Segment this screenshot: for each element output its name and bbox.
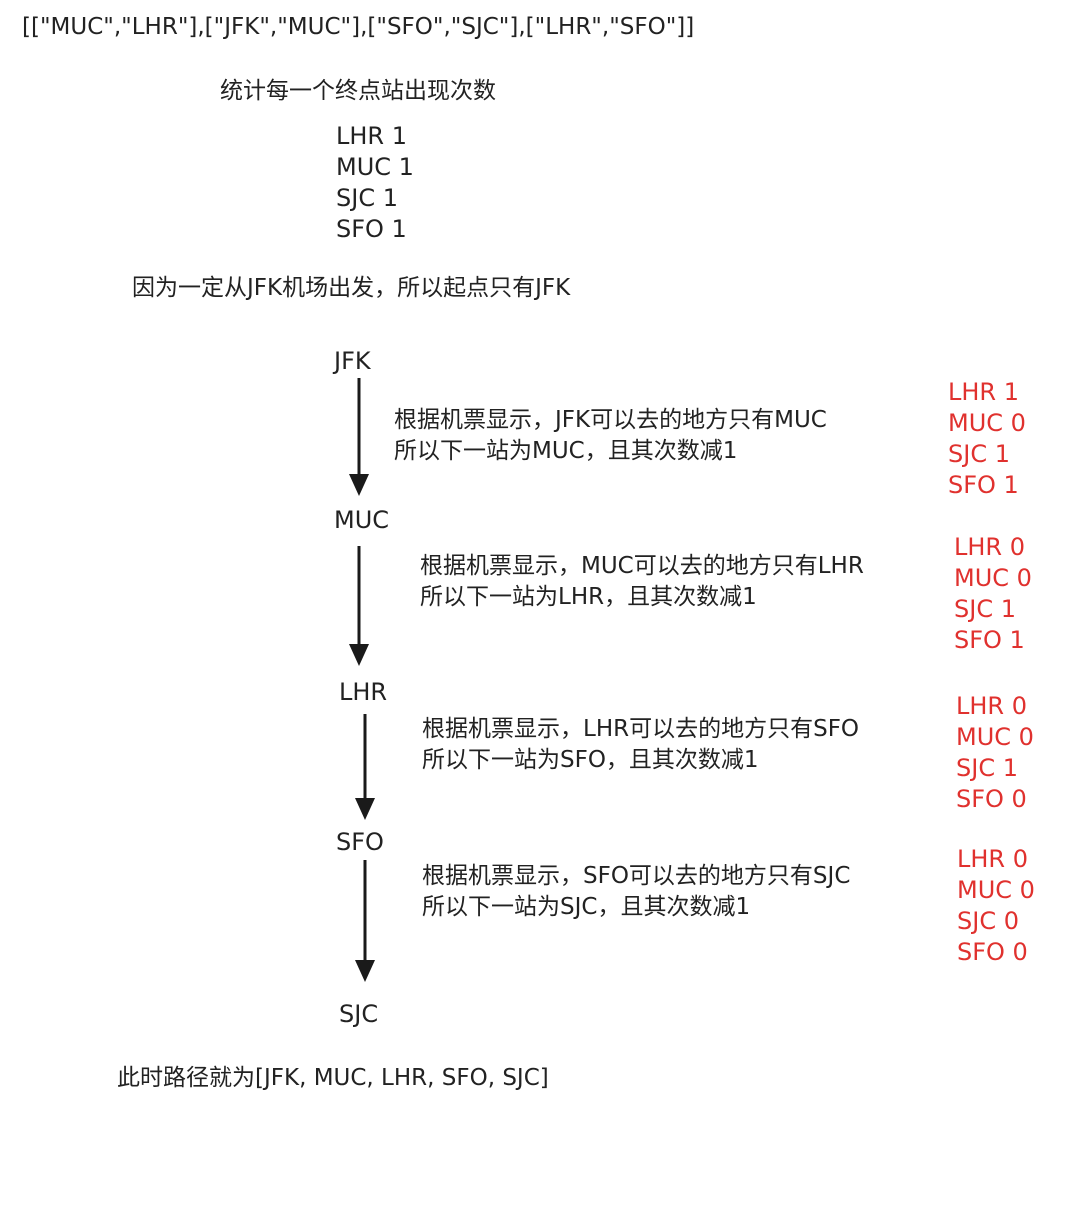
step-1-count-sfo: SFO 1 <box>948 471 1019 499</box>
step-4-count-muc: MUC 0 <box>957 876 1035 904</box>
step-4-line-2: 所以下一站为SJC，且其次数减1 <box>422 894 751 920</box>
step-3-count-lhr: LHR 0 <box>956 692 1027 720</box>
initial-counts: LHR 1 MUC 1 SJC 1 SFO 1 <box>336 121 414 245</box>
node-lhr: LHR <box>339 678 388 706</box>
result-path: 此时路径就为[JFK, MUC, LHR, SFO, SJC] <box>117 1065 549 1091</box>
step-1-count-muc: MUC 0 <box>948 409 1026 437</box>
initial-count-muc: MUC 1 <box>336 153 414 181</box>
count-heading: 统计每一个终点站出现次数 <box>220 78 496 104</box>
node-muc: MUC <box>334 506 390 534</box>
step-1-line-1: 根据机票显示，JFK可以去的地方只有MUC <box>394 407 827 433</box>
step-4-count-sfo: SFO 0 <box>957 938 1028 966</box>
initial-count-sjc: SJC 1 <box>336 184 398 212</box>
step-1-line-2: 所以下一站为MUC，且其次数减1 <box>394 438 738 464</box>
node-sjc: SJC <box>339 1000 379 1028</box>
step-3-line-2: 所以下一站为SFO，且其次数减1 <box>422 747 759 773</box>
initial-count-sfo: SFO 1 <box>336 215 407 243</box>
step-4-description: 根据机票显示，SFO可以去的地方只有SJC 所以下一站为SJC，且其次数减1 <box>422 861 850 923</box>
step-3-count-sfo: SFO 0 <box>956 785 1027 813</box>
node-jfk: JFK <box>334 347 371 375</box>
step-4-line-1: 根据机票显示，SFO可以去的地方只有SJC <box>422 863 851 889</box>
step-2-line-1: 根据机票显示，MUC可以去的地方只有LHR <box>420 553 864 579</box>
step-1-counts: LHR 1 MUC 0 SJC 1 SFO 1 <box>948 377 1026 501</box>
step-2-counts: LHR 0 MUC 0 SJC 1 SFO 1 <box>954 532 1032 656</box>
tickets-input: [["MUC","LHR"],["JFK","MUC"],["SFO","SJC… <box>22 14 695 40</box>
arrow-muc-lhr <box>349 546 369 666</box>
step-1-count-lhr: LHR 1 <box>948 378 1019 406</box>
step-2-line-2: 所以下一站为LHR，且其次数减1 <box>420 584 757 610</box>
step-4-count-sjc: SJC 0 <box>957 907 1019 935</box>
step-1-count-sjc: SJC 1 <box>948 440 1010 468</box>
start-note: 因为一定从JFK机场出发，所以起点只有JFK <box>132 275 571 301</box>
step-3-counts: LHR 0 MUC 0 SJC 1 SFO 0 <box>956 691 1034 815</box>
step-3-count-muc: MUC 0 <box>956 723 1034 751</box>
step-2-description: 根据机票显示，MUC可以去的地方只有LHR 所以下一站为LHR，且其次数减1 <box>420 551 864 613</box>
step-2-count-muc: MUC 0 <box>954 564 1032 592</box>
step-1-description: 根据机票显示，JFK可以去的地方只有MUC 所以下一站为MUC，且其次数减1 <box>394 405 827 467</box>
arrow-sfo-sjc <box>355 860 375 982</box>
node-sfo: SFO <box>336 828 384 856</box>
step-3-description: 根据机票显示，LHR可以去的地方只有SFO 所以下一站为SFO，且其次数减1 <box>422 714 859 776</box>
initial-count-lhr: LHR 1 <box>336 122 407 150</box>
step-2-count-sjc: SJC 1 <box>954 595 1016 623</box>
step-3-count-sjc: SJC 1 <box>956 754 1018 782</box>
step-4-counts: LHR 0 MUC 0 SJC 0 SFO 0 <box>957 844 1035 968</box>
step-4-count-lhr: LHR 0 <box>957 845 1028 873</box>
arrow-lhr-sfo <box>355 714 375 820</box>
step-3-line-1: 根据机票显示，LHR可以去的地方只有SFO <box>422 716 860 742</box>
arrow-jfk-muc <box>349 378 369 496</box>
step-2-count-lhr: LHR 0 <box>954 533 1025 561</box>
step-2-count-sfo: SFO 1 <box>954 626 1025 654</box>
